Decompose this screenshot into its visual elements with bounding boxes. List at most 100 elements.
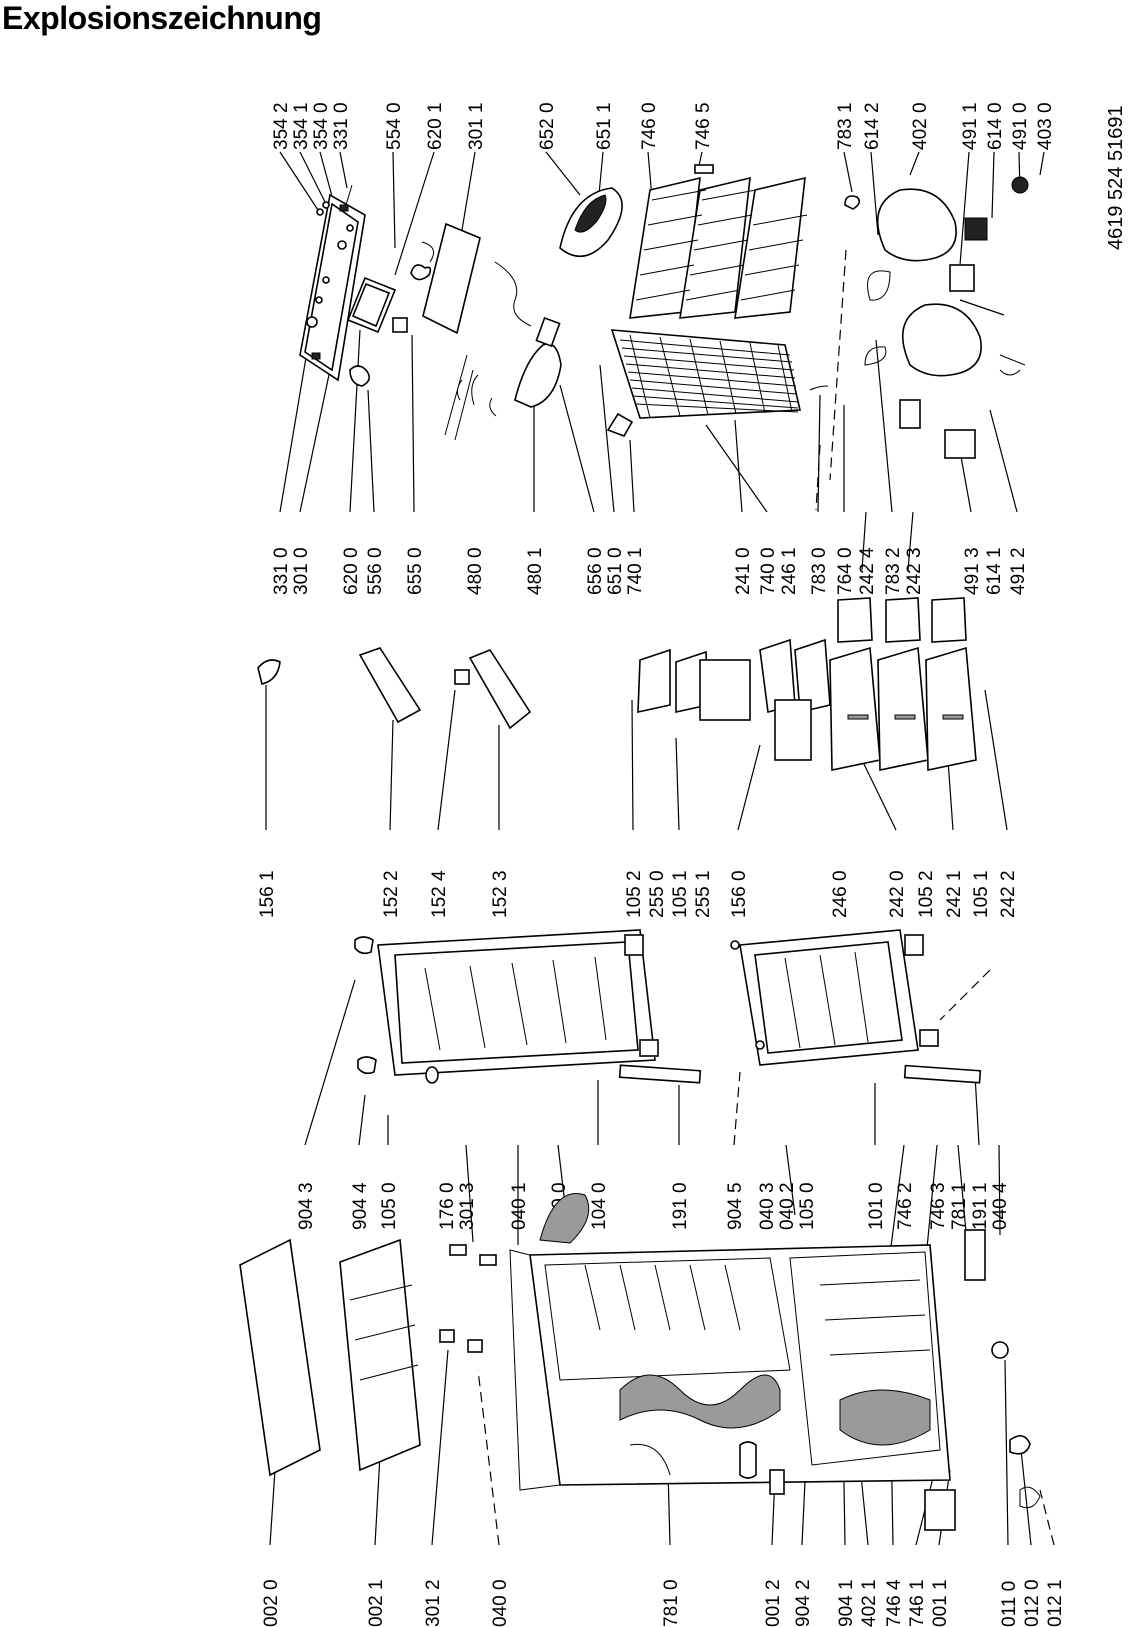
label-301-2: 301 2 (423, 1579, 444, 1627)
label-904-3: 904 3 (296, 1182, 317, 1230)
label-002-1: 002 1 (366, 1579, 387, 1627)
light-housing-part (346, 241, 435, 387)
document-number: 4619 524 51691 (1105, 105, 1127, 250)
control-panel-part (299, 184, 366, 382)
label-783-0: 783 0 (809, 547, 830, 595)
label-620-1: 620 1 (425, 102, 446, 150)
label-620-0: 620 0 (341, 547, 362, 595)
label-242-0: 242 0 (887, 870, 908, 918)
label-403-0: 403 0 (1035, 102, 1056, 150)
label-656-0: 656 0 (585, 547, 606, 595)
label-904-2: 904 2 (793, 1579, 814, 1627)
label-781-0: 781 0 (661, 1579, 682, 1627)
label-402-1: 402 1 (859, 1579, 880, 1627)
label-246-0: 246 0 (830, 870, 851, 918)
bottom-labels: 002 0 002 1 301 2 040 0 781 0 001 2 904 … (261, 1579, 1066, 1627)
label-904-5: 904 5 (725, 1182, 746, 1230)
middle-labels: 331 0 301 0 620 0 556 0 655 0 480 0 480 … (271, 547, 1029, 595)
label-655-0: 655 0 (405, 547, 426, 595)
label-354-1: 354 1 (291, 102, 312, 150)
label-301-1: 301 1 (466, 102, 487, 150)
label-480-0: 480 0 (465, 547, 486, 595)
label-255-1: 255 1 (693, 870, 714, 918)
glass-shelf-top-part (422, 222, 481, 335)
label-176-0: 176 0 (437, 1182, 458, 1230)
top-cover-part (239, 1193, 757, 1479)
leader-lines-body (304, 979, 1001, 1321)
label-746-4: 746 4 (884, 1579, 905, 1627)
label-331-0-mid: 331 0 (271, 547, 292, 595)
label-480-1: 480 1 (525, 547, 546, 595)
label-105-2-b: 105 2 (916, 870, 937, 918)
label-191-1: 191 1 (970, 1182, 991, 1230)
door-shelves-part (257, 597, 977, 771)
compressor-part (809, 176, 1029, 459)
label-491-3: 491 3 (962, 547, 983, 595)
evaporator-grid-part (606, 329, 801, 437)
label-491-1: 491 1 (960, 102, 981, 150)
label-040-4: 040 4 (990, 1182, 1011, 1230)
label-242-2: 242 2 (998, 870, 1019, 918)
label-746-5: 746 5 (693, 102, 714, 150)
leader-lines-door (265, 685, 1008, 831)
label-156-1: 156 1 (257, 870, 278, 918)
leader-lines-top (279, 151, 1045, 276)
label-105-1-a: 105 1 (670, 870, 691, 918)
label-040-1: 040 1 (509, 1182, 530, 1230)
label-105-0-b: 105 0 (797, 1182, 818, 1230)
label-354-2: 354 2 (271, 102, 292, 150)
cabinet-body-part (509, 1229, 1041, 1531)
label-652-0: 652 0 (537, 102, 558, 150)
label-904-4: 904 4 (350, 1182, 371, 1230)
label-156-0: 156 0 (729, 870, 750, 918)
label-746-2: 746 2 (895, 1182, 916, 1230)
label-001-2: 001 2 (763, 1579, 784, 1627)
label-301-3: 301 3 (457, 1182, 478, 1230)
label-104-0: 104 0 (589, 1182, 610, 1230)
label-012-1: 012 1 (1045, 1579, 1066, 1627)
label-764-0: 764 0 (835, 547, 856, 595)
label-011-0: 011 0 (999, 1581, 1020, 1627)
wire-shelves-part (629, 164, 808, 319)
label-651-0: 651 0 (605, 547, 626, 595)
label-001-1: 001 1 (930, 1579, 951, 1627)
label-491-2: 491 2 (1008, 547, 1029, 595)
label-242-1: 242 1 (944, 870, 965, 918)
label-781-1: 781 1 (949, 1182, 970, 1230)
thermostat-cables-part (444, 187, 623, 441)
label-746-1: 746 1 (907, 1579, 928, 1627)
label-783-2: 783 2 (883, 547, 904, 595)
label-105-0-a: 105 0 (379, 1182, 400, 1230)
label-242-3: 242 3 (904, 547, 925, 595)
label-191-0: 191 0 (670, 1182, 691, 1230)
label-491-0: 491 0 (1010, 102, 1031, 150)
label-101-0: 101 0 (866, 1182, 887, 1230)
body-column-labels: 904 3 904 4 105 0 176 0 301 3 040 1 440 … (296, 1182, 1011, 1230)
label-354-0: 354 0 (311, 102, 332, 150)
freezer-door-part (354, 929, 702, 1084)
page-title: Explosionszeichnung (2, 0, 322, 36)
label-105-1-b: 105 1 (971, 870, 992, 918)
label-614-1: 614 1 (984, 547, 1005, 595)
label-301-0: 301 0 (291, 547, 312, 595)
label-554-0: 554 0 (384, 102, 405, 150)
label-614-2: 614 2 (862, 102, 883, 150)
label-040-3: 040 3 (757, 1182, 778, 1230)
label-040-2: 040 2 (777, 1182, 798, 1230)
label-402-0: 402 0 (910, 102, 931, 150)
label-746-3: 746 3 (928, 1182, 949, 1230)
label-783-1: 783 1 (835, 102, 856, 150)
label-002-0: 002 0 (261, 1579, 282, 1627)
door-column-labels: 156 1 152 2 152 4 152 3 105 2 255 0 105 … (257, 870, 1019, 918)
label-152-3: 152 3 (490, 870, 511, 918)
label-746-0: 746 0 (639, 102, 660, 150)
label-556-0: 556 0 (365, 547, 386, 595)
label-614-0: 614 0 (985, 102, 1006, 150)
label-242-4: 242 4 (857, 547, 878, 595)
label-152-4: 152 4 (429, 870, 450, 918)
label-040-0: 040 0 (490, 1579, 511, 1627)
label-651-1: 651 1 (594, 102, 615, 150)
label-740-1: 740 1 (625, 547, 646, 595)
label-246-1: 246 1 (779, 547, 800, 595)
